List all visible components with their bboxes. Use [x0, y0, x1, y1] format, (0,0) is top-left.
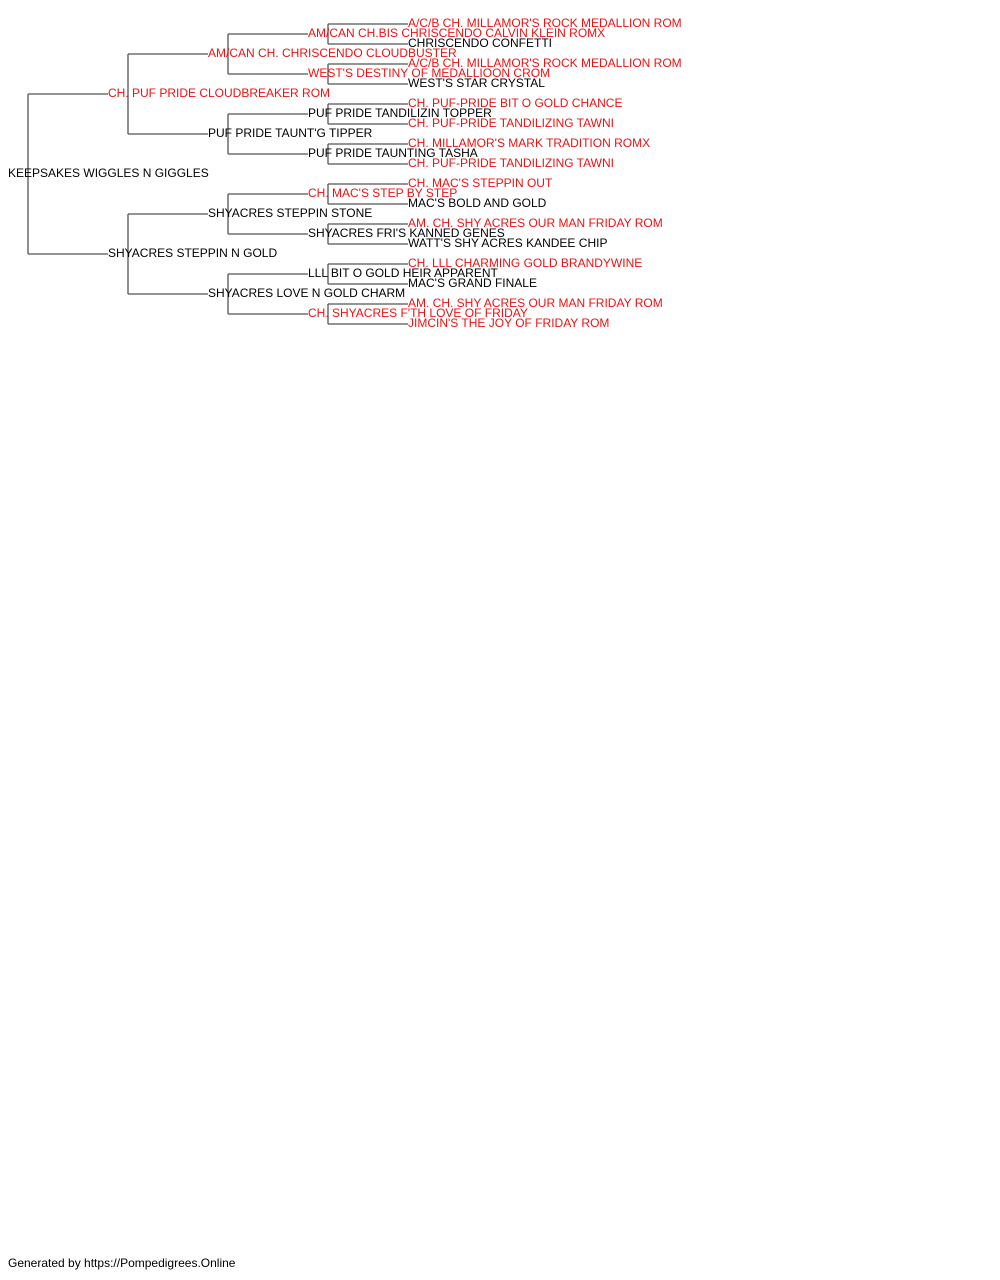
ancestor-name: MAC'S BOLD AND GOLD [408, 196, 547, 210]
ancestor-name: AM/CAN CH. CHRISCENDO CLOUDBUSTER [208, 46, 457, 60]
ancestor-name: WATT'S SHY ACRES KANDEE CHIP [408, 236, 607, 250]
ancestor-name: PUF PRIDE TANDILIZIN TOPPER [308, 106, 492, 120]
ancestor-name: CH. MAC'S STEP BY STEP [308, 186, 457, 200]
ancestor-name: JIMCIN'S THE JOY OF FRIDAY ROM [408, 316, 609, 330]
ancestor-name: PUF PRIDE TAUNT'G TIPPER [208, 126, 373, 140]
ancestor-name: AM. CH. SHY ACRES OUR MAN FRIDAY ROM [408, 216, 663, 230]
ancestor-name: SHYACRES FRI'S KANNED GENES [308, 226, 505, 240]
ancestor-name: CH. PUF-PRIDE BIT O GOLD CHANCE [408, 96, 622, 110]
ancestor-name: SHYACRES LOVE N GOLD CHARM [208, 286, 405, 300]
ancestor-name: A/C/B CH. MILLAMOR'S ROCK MEDALLION ROM [408, 16, 682, 30]
ancestor-name: A/C/B CH. MILLAMOR'S ROCK MEDALLION ROM [408, 56, 682, 70]
ancestor-name: CH. PUF-PRIDE TANDILIZING TAWNI [408, 116, 614, 130]
ancestor-name: SHYACRES STEPPIN N GOLD [108, 246, 277, 260]
ancestor-name: CHRISCENDO CONFETTI [408, 36, 552, 50]
ancestor-name: AM/CAN CH.BIS CHRISCENDO CALVIN KLEIN RO… [308, 26, 605, 40]
ancestor-name: CH. SHYACRES F'TH LOVE OF FRIDAY [308, 306, 528, 320]
ancestor-name: MAC'S GRAND FINALE [408, 276, 537, 290]
ancestor-name: WEST'S DESTINY OF MEDALLIOON CROM [308, 66, 550, 80]
ancestor-name: CH. PUF PRIDE CLOUDBREAKER ROM [108, 86, 330, 100]
footer-credit: Generated by https://Pompedigrees.Online [8, 1256, 236, 1270]
ancestor-name: CH. MAC'S STEPPIN OUT [408, 176, 553, 190]
ancestor-name: SHYACRES STEPPIN STONE [208, 206, 372, 220]
ancestor-name: AM. CH. SHY ACRES OUR MAN FRIDAY ROM [408, 296, 663, 310]
ancestor-name: PUF PRIDE TAUNTING TASHA [308, 146, 478, 160]
ancestor-name: KEEPSAKES WIGGLES N GIGGLES [8, 166, 209, 180]
ancestor-name: WEST'S STAR CRYSTAL [408, 76, 545, 90]
ancestor-name: CH. PUF-PRIDE TANDILIZING TAWNI [408, 156, 614, 170]
ancestor-name: CH. LLL CHARMING GOLD BRANDYWINE [408, 256, 642, 270]
ancestor-name: LLL BIT O GOLD HEIR APPARENT [308, 266, 499, 280]
ancestor-name: CH. MILLAMOR'S MARK TRADITION ROMX [408, 136, 650, 150]
